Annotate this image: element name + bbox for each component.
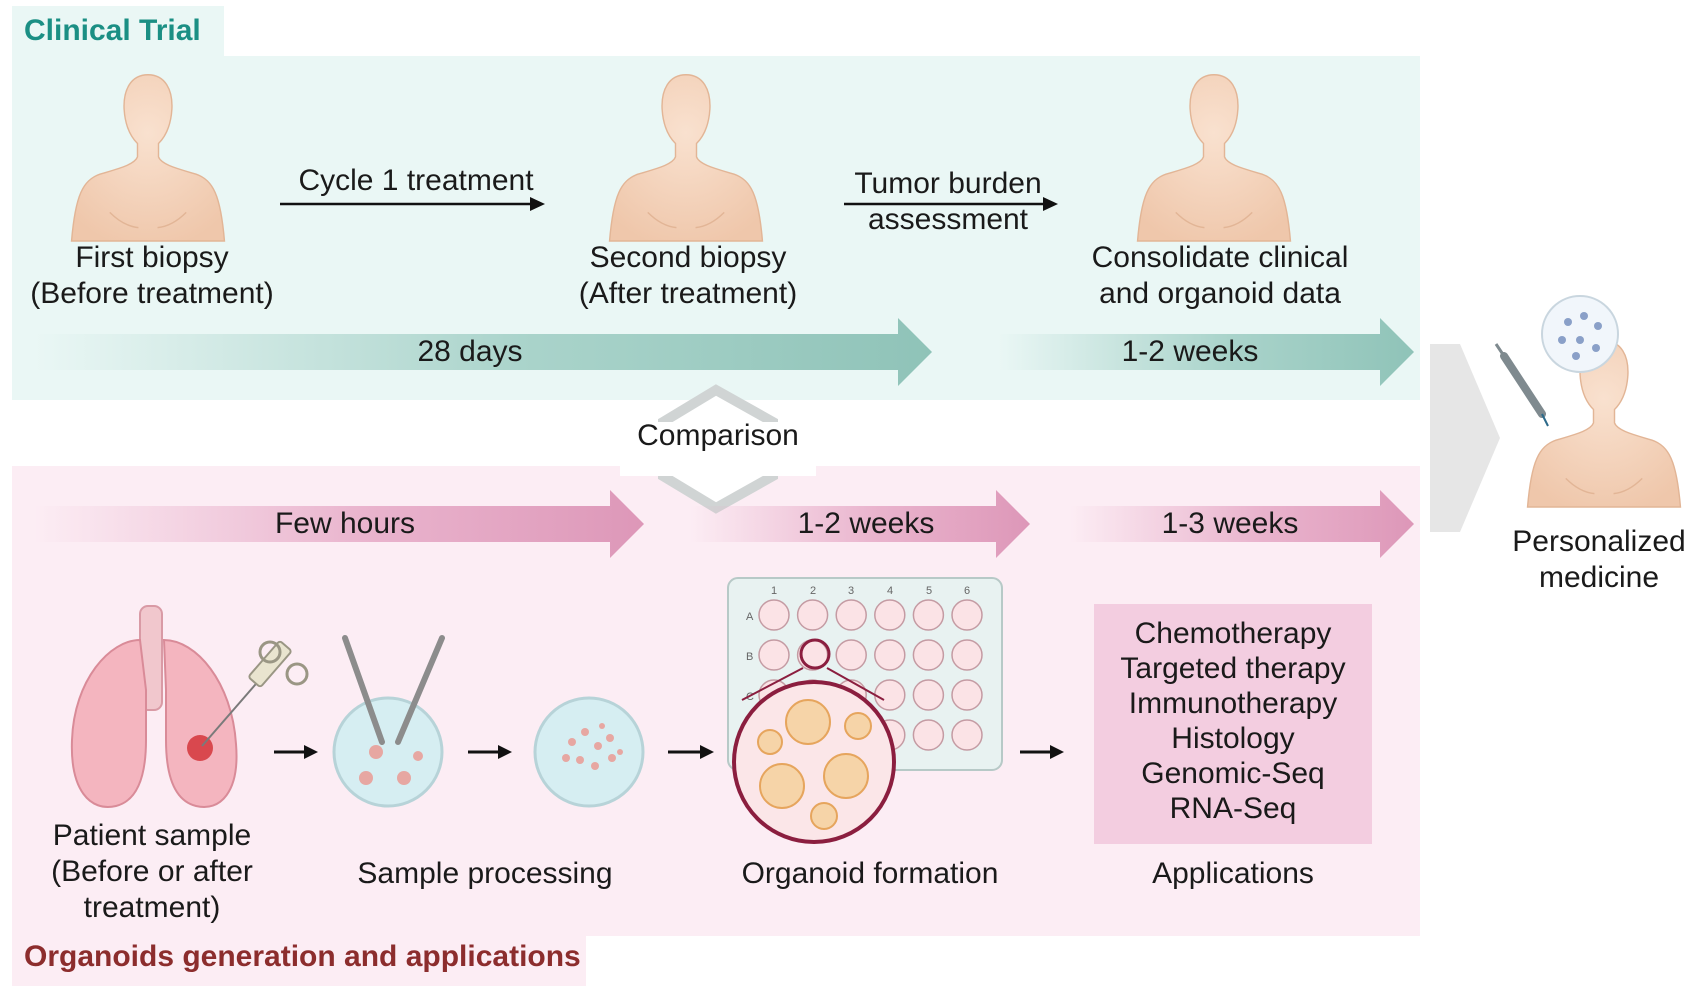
- comparison-label: Comparison: [637, 419, 799, 452]
- application-item: RNA-Seq: [1169, 792, 1297, 825]
- plate-well: [951, 719, 983, 751]
- flow-arrow-3: [668, 745, 714, 759]
- svg-text:B: B: [746, 651, 753, 663]
- application-item: Chemotherapy: [1134, 617, 1332, 650]
- duration-1-2-weeks-clinical-label: 1-2 weeks: [1121, 335, 1259, 368]
- svg-text:C: C: [746, 691, 754, 703]
- consolidate-data-label: Consolidate clinical and organoid data: [1091, 241, 1349, 310]
- flow-arrow-4: [1020, 745, 1064, 759]
- duration-1-3-weeks-label: 1-3 weeks: [1161, 507, 1299, 540]
- plate-well: [951, 679, 983, 711]
- plate-well: [796, 599, 829, 631]
- well-plate-icon: A B C D 123 456: [727, 577, 1003, 844]
- patient-figure-first-biopsy: [70, 73, 226, 242]
- svg-text:5: 5: [926, 585, 932, 597]
- svg-text:6: 6: [964, 585, 970, 597]
- patient-figure-second-biopsy: [608, 73, 764, 242]
- duration-arrow-1-2-weeks-clinical: [998, 318, 1414, 386]
- organoid-formation-label: Organoid formation: [741, 857, 999, 890]
- application-item: Genomic-Seq: [1141, 757, 1325, 790]
- duration-arrow-1-2-weeks-organoid: [690, 490, 1030, 558]
- duration-arrow-28-days: [34, 318, 932, 386]
- plate-well: [912, 719, 945, 751]
- clinical-trial-tab: [12, 6, 224, 60]
- svg-text:1: 1: [771, 585, 777, 597]
- organoids-title: Organoids generation and applications: [24, 940, 581, 973]
- duration-few-hours-label: Few hours: [274, 507, 416, 540]
- lung-icon: [70, 605, 238, 808]
- first-biopsy-label: First biopsy (Before treatment): [30, 241, 274, 310]
- plate-well: [912, 599, 945, 631]
- petri-dish-scalpels-icon: [332, 635, 445, 808]
- application-item: Histology: [1171, 722, 1295, 755]
- plate-well: [758, 639, 790, 671]
- outcome-chevron: [1430, 344, 1500, 532]
- personalized-medicine-label: Personalized medicine: [1512, 525, 1686, 594]
- duration-1-2-weeks-organoid-label: 1-2 weeks: [797, 507, 935, 540]
- petri-dish-fragments-icon: [533, 696, 645, 808]
- flow-arrow-1: [274, 745, 318, 759]
- flow-arrow-2: [468, 745, 512, 759]
- plate-well: [874, 599, 906, 631]
- cycle-treatment-label: Cycle 1 treatment: [298, 164, 534, 197]
- svg-text:3: 3: [848, 585, 854, 597]
- injection-syringe-icon: [1494, 343, 1549, 427]
- duration-28-days-label: 28 days: [417, 335, 523, 368]
- cells-zoom-icon: [1541, 295, 1619, 373]
- plate-well: [835, 599, 867, 631]
- patient-figure-consolidate: [1136, 73, 1292, 242]
- applications-box: Chemotherapy Targeted therapy Immunother…: [1094, 604, 1372, 844]
- plate-well: [874, 639, 906, 671]
- plate-well: [835, 639, 867, 671]
- clinical-trial-title: Clinical Trial: [24, 14, 201, 47]
- duration-arrow-few-hours: [34, 490, 644, 558]
- cycle-treatment-arrow: [280, 197, 545, 211]
- application-item: Immunotherapy: [1128, 687, 1338, 720]
- svg-text:2: 2: [810, 585, 816, 597]
- syringe-icon: [201, 640, 309, 747]
- svg-text:A: A: [746, 611, 754, 623]
- organoids-tab: [12, 930, 586, 986]
- plate-well: [758, 599, 790, 631]
- plate-well: [912, 679, 945, 711]
- plate-well: [951, 639, 983, 671]
- duration-arrow-1-3-weeks: [1070, 490, 1414, 558]
- applications-label: Applications: [1152, 857, 1314, 890]
- plate-well: [951, 599, 983, 631]
- tumor-burden-arrow: [844, 197, 1058, 211]
- patient-figure-personalized: [1526, 339, 1682, 508]
- tumor-burden-label: Tumor burden assessment: [854, 167, 1042, 236]
- plate-well: [912, 639, 945, 671]
- second-biopsy-label: Second biopsy (After treatment): [578, 241, 798, 310]
- patient-sample-label: Patient sample (Before or after treatmen…: [51, 819, 253, 924]
- sample-processing-label: Sample processing: [357, 857, 613, 890]
- application-item: Targeted therapy: [1120, 652, 1346, 685]
- svg-text:4: 4: [887, 585, 893, 597]
- plate-well: [874, 679, 906, 711]
